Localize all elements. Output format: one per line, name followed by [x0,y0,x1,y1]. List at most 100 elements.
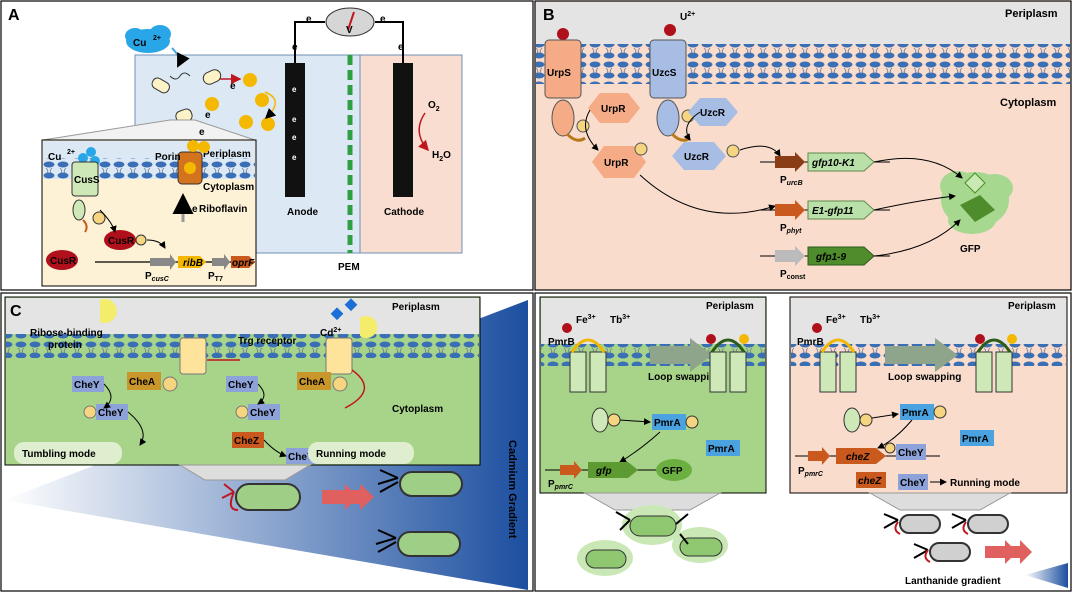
svg-text:e: e [230,81,236,92]
cytoplasm-label-b: Cytoplasm [1000,97,1056,109]
cheY-right-1 [226,376,258,392]
ribose-label: Ribose-binding [30,328,103,339]
svg-text:PpmrC: PpmrC [548,479,574,491]
svg-text:PpmrC: PpmrC [798,466,824,478]
p-pmrC-promoter-right [808,447,830,465]
svg-text:e: e [292,133,297,142]
svg-text:e: e [398,42,404,53]
svg-text:gfp: gfp [595,466,612,477]
p-urcB-promoter [775,152,805,172]
p-cusC-label: PcusC [145,271,170,283]
cheY-d-1 [896,444,926,460]
uzcR-phospho [672,142,726,170]
pmrA-left-1 [652,414,686,430]
svg-text:CheY: CheY [250,408,276,419]
glowing-bacteria [577,505,728,576]
p-t7-label: PT7 [208,271,223,283]
p-const-promoter [775,246,805,266]
e1-gfp11-gene [807,200,875,220]
svg-text:PmrA: PmrA [962,434,989,445]
svg-text:Loop swapping: Loop swapping [888,372,961,383]
loop-swap-arrow-left [650,338,712,372]
urpR-phospho [592,146,646,178]
pmrB-label-right: PmrB [797,337,824,348]
gfp-protein-d [656,459,692,481]
periplasm-label-c: Periplasm [392,302,440,313]
pmrB-label-left: PmrB [548,337,575,348]
cadmium-gradient-label: Cadmium Gradient [506,440,518,539]
svg-text:e: e [292,153,297,162]
svg-text:gfp10-K1: gfp10-K1 [811,158,855,169]
svg-text:e: e [205,110,211,121]
cheY-right-2 [248,404,280,420]
svg-text:Riboflavin: Riboflavin [199,204,247,215]
svg-text:e: e [192,204,198,215]
cheY-d-2 [898,474,928,490]
ribose-binding-icon [100,299,117,324]
cusS-protein [71,161,99,197]
pmrA-left-2 [706,440,740,456]
svg-text:CheY: CheY [98,408,124,419]
svg-text:oprF: oprF [232,258,255,269]
cu-cloud-label: Cu [133,38,146,49]
gfp-label-b: GFP [960,244,981,255]
p-pmrC-promoter-left [560,461,582,479]
cytoplasm-label-c: Cytoplasm [392,404,443,415]
svg-text:2+: 2+ [153,35,161,42]
periplasm-label-b: Periplasm [1005,8,1058,20]
svg-text:CusS: CusS [74,175,100,186]
o2-label: O2 [428,100,440,113]
urpR-protein [588,93,640,123]
cheY-left-1 [72,376,104,392]
gfp-gene [588,462,638,478]
anode-electrode [285,63,305,197]
periplasm-label-d-left: Periplasm [706,301,754,312]
trg-receptor-label: Trg receptor [238,336,296,347]
svg-text:E1-gfp11: E1-gfp11 [812,206,854,217]
running-mode-label-d: Running mode [950,478,1020,489]
svg-text:Periplasm: Periplasm [203,149,251,160]
cheA-left [127,372,161,390]
gfp1-9-gene [807,246,875,266]
p-cusC-promoter [150,254,176,270]
bacterium-c2 [399,471,463,497]
u-label: U2+ [680,11,695,23]
anode-electrons: ee ee [292,85,297,162]
svg-text:Fe3+: Fe3+ [826,314,846,326]
svg-text:2+: 2+ [67,149,75,156]
loop-swap-arrow-right [885,338,958,372]
panel-b-letter: B [543,7,555,24]
cathode-label: Cathode [384,207,424,218]
pem-label: PEM [338,262,360,273]
tumbling-mode-pill [14,442,122,464]
cd-label: Cd2+ [320,327,341,339]
panel-d: D Periplasm Fe3+ Tb3+ PmrB Loop swapping… [534,292,1072,592]
bacterium-c1 [235,483,301,511]
periplasm-label-d-right: Periplasm [1008,301,1056,312]
membrane-b [536,44,1070,84]
svg-text:Cytoplasm: Cytoplasm [203,182,254,193]
svg-text:UzcR: UzcR [684,152,710,163]
svg-text:PmrA: PmrA [708,444,735,455]
p-t7-promoter [212,254,230,270]
panel-a-letter: A [8,7,20,24]
cheA-right [297,372,331,390]
svg-text:PmrA: PmrA [654,418,681,429]
p-phyt-promoter [775,200,805,220]
svg-text:UrpS: UrpS [547,68,571,79]
h2o-label: H2O [432,150,451,163]
gray-bacteria [883,513,1009,563]
p-phyt-label: Pphyt [780,223,802,235]
anode-label: Anode [287,207,319,218]
svg-text:e: e [380,14,386,25]
svg-text:UzcS: UzcS [652,68,677,79]
electrons [205,73,275,131]
svg-text:e: e [292,115,297,124]
uzcR-protein [688,98,738,126]
lanthanide-gradient-wedge [1025,563,1068,588]
svg-text:CusR: CusR [50,256,77,267]
svg-text:gfp1-9: gfp1-9 [815,252,846,263]
lanthanide-gradient-label: Lanthanide gradient [905,576,1001,587]
svg-text:Tb3+: Tb3+ [610,314,630,326]
svg-text:V: V [346,25,353,36]
